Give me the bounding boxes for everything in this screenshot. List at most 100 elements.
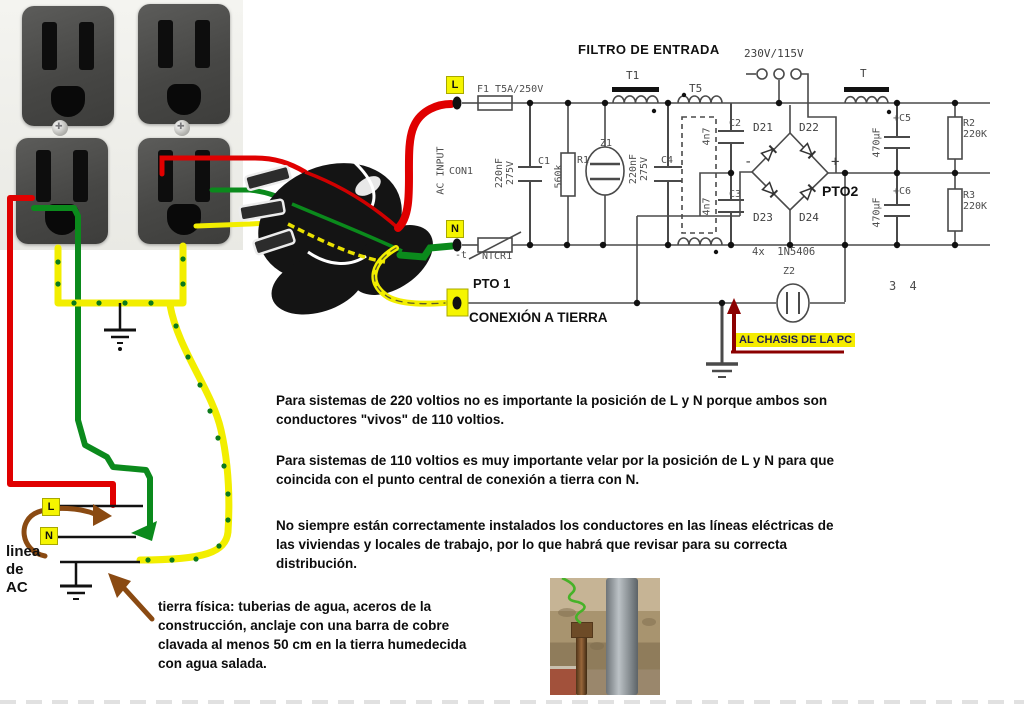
label-con1: CON1 — [449, 166, 474, 177]
label-r2-value: 220K — [963, 129, 988, 140]
ground-rod-photo — [550, 578, 660, 695]
label-diodes-note: 4x 1N5406 — [752, 246, 816, 258]
label-c6: +C6 — [893, 186, 912, 197]
brick — [550, 666, 576, 695]
outlet-ground-hole — [167, 204, 201, 235]
t1-core — [612, 87, 659, 92]
faceplate-screw — [174, 120, 190, 136]
outlet-ground-hole — [167, 84, 201, 115]
c1-cap — [518, 103, 542, 245]
bridge-diamond — [750, 131, 830, 212]
n-terminal-dot — [452, 238, 462, 252]
t5-coil-top — [677, 95, 723, 104]
selector-links — [778, 73, 837, 173]
label-c2: C2 — [729, 118, 742, 129]
note-tierra-fisica: tierra física: tuberias de agua, aceros … — [158, 599, 467, 672]
label-bridge-plus: + — [831, 154, 840, 170]
ac-plug-photo — [238, 158, 433, 315]
label-chassis: AL CHASIS DE LA PC — [736, 333, 856, 347]
plug-to-schematic-leads — [371, 100, 456, 307]
page-bottom-edge — [0, 700, 1024, 704]
outlet-top-right — [138, 4, 230, 124]
t5-shield-box — [681, 116, 717, 234]
c4-cap — [654, 103, 682, 245]
plug-ground-strand — [287, 222, 386, 264]
label-ground: CONEXIÓN A TIERRA — [469, 310, 608, 325]
n-terminal-tag: N — [446, 220, 464, 238]
label-r1: R1 — [577, 155, 590, 166]
rod-ground-wire — [561, 578, 586, 625]
r1-resistor — [560, 152, 576, 197]
label-ntc-prefix: -t — [455, 250, 468, 261]
label-t: T — [860, 67, 867, 80]
t1-coil — [612, 95, 659, 104]
stone — [590, 642, 604, 650]
label-r2: R2 — [963, 118, 976, 129]
plug-highlight — [307, 250, 367, 265]
outlets-photo — [0, 0, 243, 250]
outlet-bottom-left — [16, 138, 108, 244]
label-bridge-minus: - — [744, 154, 753, 170]
label-d21: D21 — [753, 121, 773, 134]
label-c5: +C5 — [893, 113, 912, 124]
label-fuse: F1 T5A/250V — [477, 84, 544, 95]
plug-live-strand — [304, 170, 400, 230]
stone — [642, 618, 656, 626]
outlet-slot — [73, 150, 88, 202]
schematic-title: FILTRO DE ENTRADA — [578, 42, 720, 57]
label-c6-value: 470µF — [871, 197, 883, 228]
rod-clamp — [571, 622, 593, 638]
label-pto1: PTO 1 — [473, 276, 511, 291]
label-c1: C1 — [538, 156, 551, 167]
label-r3: R3 — [963, 190, 976, 201]
r2-resistor — [947, 116, 963, 160]
chassis-arrow — [727, 298, 844, 354]
label-d22: D22 — [799, 121, 819, 134]
z1-varistor — [585, 146, 625, 196]
outlet-ground-hole — [51, 86, 85, 117]
t-core — [844, 87, 889, 92]
pto1-terminal — [446, 288, 469, 317]
label-c4: C4 — [661, 155, 674, 166]
label-d23: D23 — [753, 211, 773, 224]
ac-line-stubs — [57, 504, 143, 600]
outlet-slot — [36, 150, 51, 202]
note-distribution: No siempre están correctamente instalado… — [276, 518, 834, 572]
label-t1: T1 — [626, 69, 640, 82]
outlet-slot — [42, 22, 57, 70]
c5-cap — [884, 103, 910, 173]
t5-coil-bottom — [677, 237, 723, 246]
l-terminal-dot — [452, 96, 462, 110]
plug-neutral-strand — [291, 202, 403, 253]
neutral-wire-green — [31, 205, 157, 541]
label-ac-line: linea de AC — [6, 543, 41, 596]
label-r1-value: 560k — [553, 164, 565, 189]
stone — [558, 608, 576, 617]
green-arrowhead — [131, 521, 157, 541]
label-z2: Z2 — [783, 266, 796, 277]
label-c3: C3 — [729, 189, 742, 200]
note-110v: Para sistemas de 110 voltios es muy impo… — [276, 453, 834, 488]
label-page-number: 3 4 — [889, 279, 920, 293]
ac-line-l-tag: L — [42, 498, 60, 516]
label-pto2: PTO2 — [822, 183, 859, 199]
outlet-slot — [79, 22, 94, 70]
label-c5-value: 470µF — [871, 127, 883, 158]
live-wire-red — [7, 195, 116, 508]
faceplate-screw — [52, 120, 68, 136]
bridge-diodes — [760, 142, 817, 201]
outlet-top-left — [22, 6, 114, 126]
l-terminal-tag: L — [446, 76, 464, 94]
label-d24: D24 — [799, 211, 819, 224]
copper-ground-rod — [576, 622, 587, 695]
label-r3-value: 220K — [963, 201, 988, 212]
label-t5: T5 — [689, 82, 703, 95]
label-c2-value: 4n7 — [701, 127, 713, 146]
label-voltage-selector: 230V/115V — [744, 47, 804, 60]
plug-highlight — [355, 176, 381, 196]
r3-resistor — [947, 188, 963, 232]
label-c3-value: 4n7 — [701, 197, 713, 216]
outlet-slot — [195, 20, 210, 68]
